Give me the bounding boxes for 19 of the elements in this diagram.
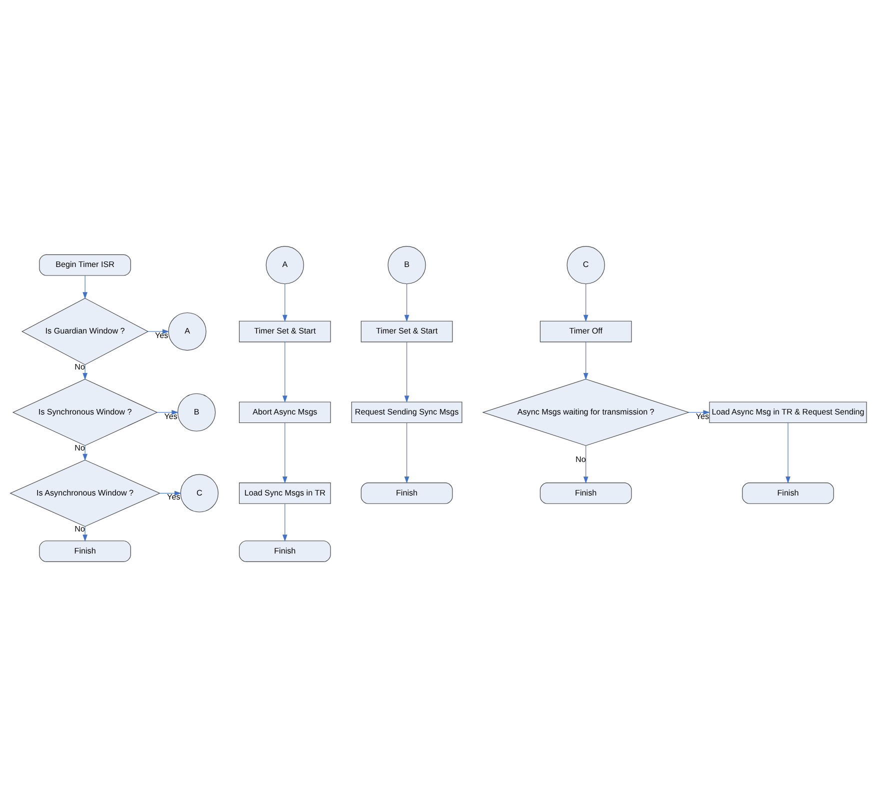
arrow (404, 422, 410, 483)
arrow (404, 283, 410, 322)
arrow (82, 444, 88, 460)
arrow (688, 409, 710, 414)
arrow (404, 341, 410, 402)
arrow (160, 490, 182, 496)
arrow (82, 526, 88, 542)
arrow (82, 364, 88, 380)
arrow (82, 274, 88, 299)
arrow (282, 341, 288, 402)
arrow (148, 328, 170, 334)
arrow (583, 283, 588, 322)
arrow (156, 409, 179, 414)
arrow (583, 341, 588, 380)
arrow (282, 283, 288, 322)
arrow (282, 422, 288, 483)
arrow (282, 502, 288, 542)
arrow (786, 422, 790, 483)
arrow (583, 444, 588, 484)
